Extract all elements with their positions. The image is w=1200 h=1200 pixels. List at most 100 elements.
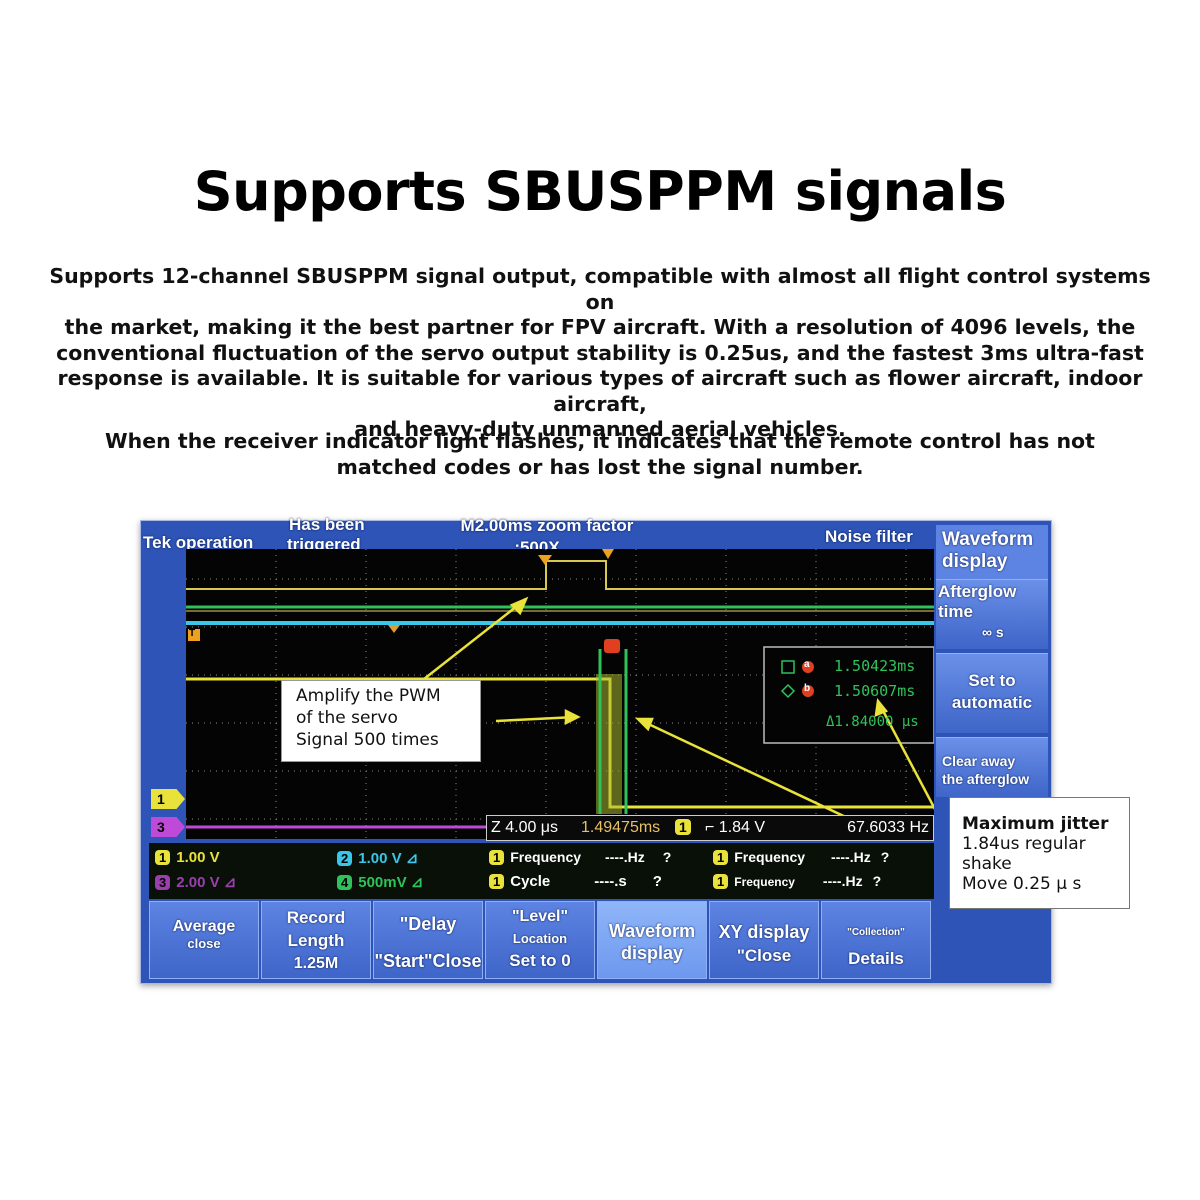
tek-operation-label: Tek operation — [143, 533, 254, 552]
waveform-display-softkey[interactable]: Waveform display — [597, 901, 707, 979]
afterglow-label-line: Afterglow — [938, 582, 1017, 601]
description-line: and heavy-duty unmanned aerial vehicles. — [354, 417, 846, 441]
bandwidth-limit-icon: ⊿ — [410, 874, 424, 891]
collection-details-softkey[interactable]: "Collection" Details — [821, 901, 931, 979]
ch4-scale[interactable]: 4 500mV ⊿ — [337, 873, 423, 891]
bandwidth-limit-icon: ⊿ — [223, 874, 237, 891]
measurement-name: Frequency — [510, 849, 582, 865]
softkey-bar: Average close Record Length 1.25M "Delay… — [149, 901, 939, 979]
description-paragraph: Supports 12-channel SBUSPPM signal outpu… — [40, 264, 1160, 443]
softkey-line: Location — [512, 931, 568, 946]
ch4-badge: 4 — [337, 875, 353, 890]
softkey-line: Record — [286, 908, 346, 927]
trigger-level-readout: ⌐ 1.84 V — [705, 819, 765, 837]
clear-afterglow-line: Clear away — [942, 753, 1016, 769]
zoom-factor-line: M2.00ms zoom factor — [460, 516, 634, 535]
cursor-a-badge — [802, 661, 814, 673]
cursor-a-value: 1.50423ms — [834, 657, 916, 675]
set-automatic-line: automatic — [951, 693, 1033, 712]
record-length-softkey[interactable]: Record Length 1.25M — [261, 901, 371, 979]
trigger-level-value: 1.84 V — [718, 819, 766, 836]
softkey-line: Details — [848, 949, 904, 968]
callout-line: Maximum jitter — [962, 814, 1109, 834]
pwm-amplify-callout: Amplify the PWM of the servo Signal 500 … — [281, 680, 481, 762]
callout-line: Amplify the PWM — [296, 686, 441, 706]
indicator-note-line: matched codes or has lost the signal num… — [336, 454, 864, 479]
softkey-line: 1.25M — [293, 955, 339, 972]
average-close-softkey[interactable]: Average close — [149, 901, 259, 979]
softkey-line: "Start"Close — [374, 951, 482, 971]
cursor-b-value: 1.50607ms — [834, 682, 916, 700]
indicator-note-line: When the receiver indicator light flashe… — [105, 429, 1095, 453]
cursor-readout-frame — [763, 646, 934, 744]
set-automatic-line: Set to — [968, 671, 1016, 690]
measurement-flag: ? — [880, 849, 890, 865]
softkey-line: display — [620, 943, 684, 963]
callout-line: Move 0.25 μ s — [962, 874, 1082, 894]
trigger-status-line: Has been — [289, 515, 365, 534]
xy-display-softkey[interactable]: XY display "Close — [709, 901, 819, 979]
measurement-channel-badge: 1 — [489, 874, 505, 889]
side-menu-title-line: display — [942, 551, 1008, 572]
measurement-channel-badge: 1 — [489, 850, 505, 865]
ch1-marker[interactable]: 1 — [151, 789, 185, 809]
cursor-label-a — [604, 639, 620, 653]
max-jitter-callout: Maximum jitter 1.84us regular shake Move… — [949, 797, 1130, 909]
ch2-badge: 2 — [337, 851, 353, 866]
ch1-value: 1.00 V — [176, 849, 220, 866]
cursor-a-letter: a — [804, 659, 810, 670]
measurement-value: ----.Hz — [605, 849, 645, 865]
cursor-b-letter: b — [804, 683, 811, 694]
cursor-b-badge — [802, 685, 814, 697]
measurement-name: Frequency — [734, 875, 795, 889]
bandwidth-limit-icon: ⊿ — [405, 850, 419, 867]
description-line: response is available. It is suitable fo… — [57, 366, 1143, 416]
trigger-position-marker — [538, 555, 552, 565]
measurement-1[interactable]: 1 Frequency ----.Hz? — [489, 849, 671, 865]
measurement-channel-badge: 1 — [713, 850, 729, 865]
side-menu-title: Waveform display — [936, 525, 1048, 579]
zoom-position: 1.49475ms — [581, 819, 661, 836]
side-menu: Waveform display Afterglow time ∞ s Set … — [936, 521, 1051, 891]
measurement-value: ----.s — [594, 873, 627, 890]
afterglow-label-line: time — [938, 602, 973, 621]
callout-line: Signal 500 times — [296, 730, 439, 750]
ch3-marker[interactable]: 3 — [151, 817, 185, 837]
cursor-a-symbol — [781, 660, 795, 674]
callout-line: 1.84us regular — [962, 834, 1086, 854]
description-line: the market, making it the best partner f… — [64, 315, 1136, 339]
callout-line: shake — [962, 854, 1012, 874]
trigger-slope-icon: ⌐ — [705, 819, 715, 836]
softkey-line: Waveform — [608, 921, 696, 941]
softkey-line: Length — [287, 931, 345, 950]
delay-softkey[interactable]: "Delay "Start"Close — [373, 901, 483, 979]
measurement-flag: ? — [872, 873, 882, 889]
zoom-status-bar: Z 4.00 μs 1.49475ms 1 ⌐ 1.84 V 67.6033 H… — [486, 815, 934, 841]
zoom-overview-trace — [186, 560, 934, 590]
ch4-value: 500mV — [358, 874, 407, 891]
callout-line: of the servo — [296, 708, 398, 728]
oscilloscope-display: Tek operation Has been triggered M2.00ms… — [140, 515, 1052, 984]
afterglow-value: ∞ s — [982, 624, 1004, 640]
measurement-value: ----.Hz — [822, 873, 863, 889]
set-automatic-button[interactable]: Set to automatic — [936, 653, 1048, 733]
clear-afterglow-button[interactable]: Clear away the afterglow — [936, 737, 1048, 797]
clear-afterglow-line: the afterglow — [942, 771, 1030, 787]
measurement-value: ----.Hz — [831, 849, 871, 865]
measurement-channel-badge: 1 — [713, 874, 729, 889]
measurement-flag: ? — [652, 873, 662, 890]
measurement-flag: ? — [662, 849, 672, 865]
noise-filter-label[interactable]: Noise filter — [825, 527, 913, 546]
softkey-line: Set to 0 — [509, 951, 571, 970]
softkey-line: "Collection" — [847, 927, 905, 938]
softkey-line: "Level" — [511, 908, 569, 925]
measurement-4[interactable]: 1 Frequency ----.Hz? — [713, 873, 881, 889]
level-location-softkey[interactable]: "Level" Location Set to 0 — [485, 901, 595, 979]
zoom-center-marker — [602, 549, 614, 559]
afterglow-time-button[interactable]: Afterglow time ∞ s — [936, 579, 1048, 649]
